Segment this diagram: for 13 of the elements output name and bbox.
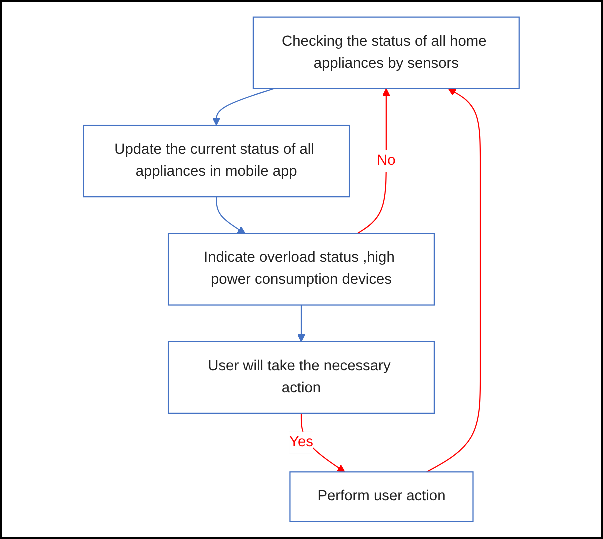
arrow — [212, 88, 274, 126]
edge-label: Yes — [290, 432, 314, 454]
process-box: Perform user action — [290, 472, 474, 522]
arrow — [300, 413, 346, 473]
process-box: Indicate overload status ,high power consumption devices — [168, 233, 435, 306]
arrow — [426, 88, 482, 473]
edge-label: No — [377, 150, 396, 172]
arrow — [357, 88, 390, 234]
process-box: Update the current status of all appliances in mobile app — [83, 124, 350, 198]
process-box: User will take the necessary action — [168, 341, 435, 414]
process-box: Checking the status of all home appliances by sensors — [252, 16, 520, 90]
arrow — [216, 197, 246, 234]
arrow — [297, 305, 306, 342]
